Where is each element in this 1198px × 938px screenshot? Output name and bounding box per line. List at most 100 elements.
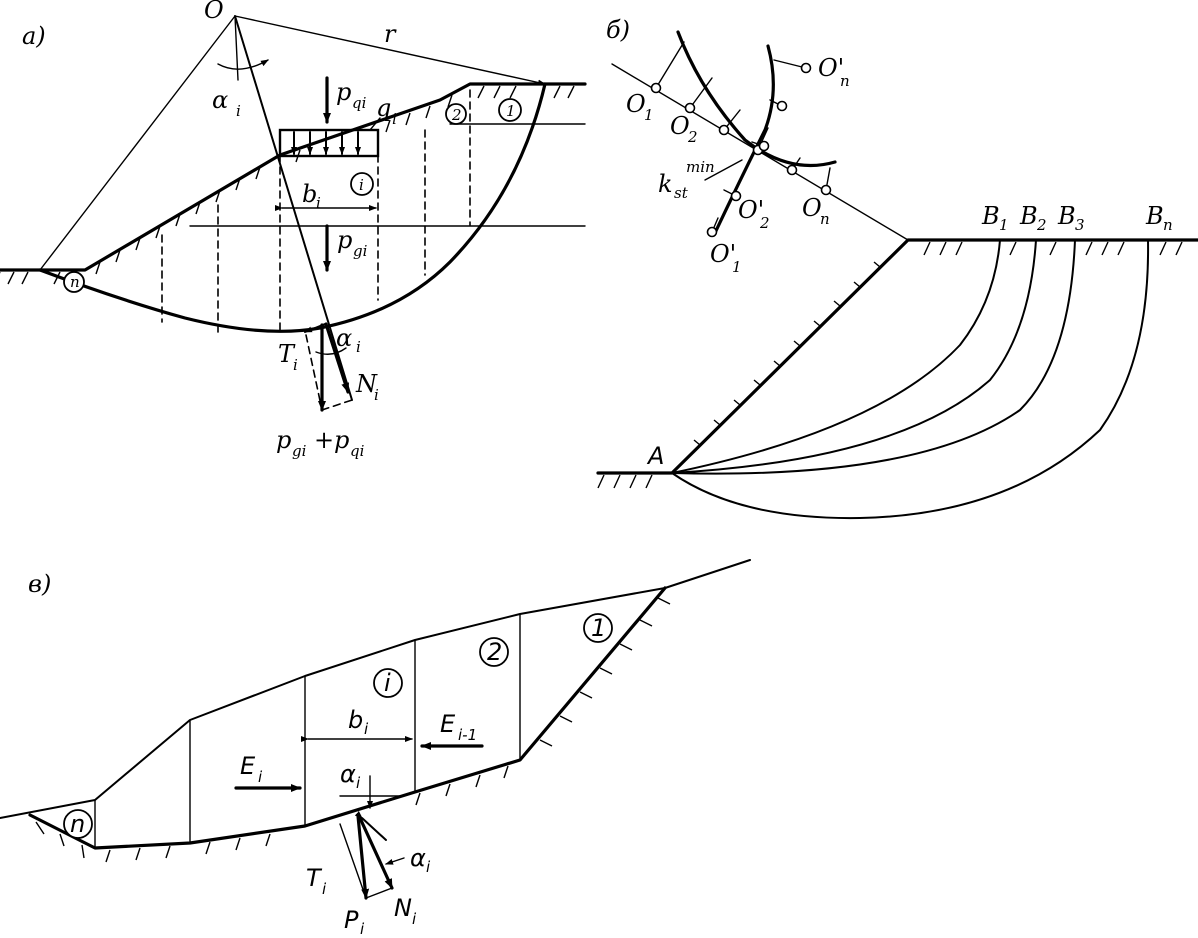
panel-b-on-label: O: [802, 194, 822, 222]
panel-c-p-label: P: [344, 906, 359, 934]
panel-b-o1-label: O: [626, 90, 646, 118]
panel-b-on-prime-sub: n: [840, 72, 850, 90]
panel-c-shear-arrow: [354, 811, 387, 841]
panel-b-b1-label: B: [981, 202, 1000, 230]
panel-b-o2-prime-sub: 2: [759, 214, 770, 232]
panel-b-node: [730, 190, 742, 202]
panel-c-n-sub: i: [412, 910, 417, 928]
panel-a-slice-i-circle: [350, 172, 374, 196]
panel-c-alpha-top-label: α: [340, 760, 356, 788]
panel-a-pq-sub: qi: [352, 94, 367, 112]
panel-c-n-label: N: [394, 894, 412, 922]
panel-b-o2-prime-label: O': [738, 196, 764, 224]
panel-c-eim1-label: E: [440, 710, 456, 738]
panel-a-slice-1-circle: [498, 98, 522, 122]
panel-a-sum-plus: +: [314, 426, 334, 454]
panel-c-ei-sub: i: [258, 768, 263, 786]
panel-a-sum-p1: p: [276, 426, 291, 454]
panel-a-alpha2-arc: [315, 347, 347, 355]
panel-b-bn-sub: n: [1163, 216, 1173, 234]
panel-c-ei-label: E: [240, 752, 256, 780]
panel-a-t-sub: i: [293, 356, 298, 374]
panel-a-n-label: N: [355, 370, 378, 398]
panel-a-sum-p1-sub: gi: [292, 442, 307, 460]
panel-a-alpha2-sub: i: [356, 338, 361, 356]
panel-c-eim1-sub: i-1: [458, 726, 477, 744]
panel-b-hatching: [597, 241, 1183, 489]
panel-a-slice-i-label: i: [359, 176, 364, 194]
panel-a-radius-left: [39, 15, 236, 271]
panel-a-slice-2-label: 2: [451, 106, 462, 124]
panel-a-radius-r: [234, 15, 546, 86]
panel-b-o2-sub: 2: [687, 128, 698, 146]
panel-b-k-curve-2: [712, 44, 775, 237]
panel-b-b1-sub: 1: [999, 216, 1009, 234]
panel-b-b3-label: B: [1057, 202, 1076, 230]
panel-a-normal-arrow: [324, 322, 350, 394]
panel-c-slice-2-circle: [479, 637, 509, 667]
panel-c: в): [0, 559, 751, 938]
panel-c-weight-arrow: [356, 814, 370, 900]
panel-b-node: [650, 82, 662, 94]
panel-c-hatching: [35, 597, 671, 863]
panel-c-alpha-top-sub: i: [356, 774, 361, 792]
panel-b-o2-label: O: [670, 112, 690, 140]
panel-c-slice-1-label: 1: [591, 614, 606, 642]
panel-a-sum-p2-sub: qi: [350, 442, 365, 460]
panel-b-o1-prime-sub: 1: [732, 258, 742, 276]
panel-c-normal-arrow: [358, 816, 394, 890]
panel-b-ground-line: [596, 238, 1198, 475]
panel-b-o1-sub: 1: [644, 106, 654, 124]
panel-a-n-sub: i: [374, 386, 379, 404]
panel-a: а): [0, 0, 587, 460]
panel-b-b3-sub: 3: [1075, 216, 1085, 234]
panel-c-b-label: b: [348, 706, 363, 734]
panel-a-sum-p2: p: [334, 426, 349, 454]
panel-b-b2-label: B: [1019, 202, 1038, 230]
panel-a-q-label: q: [376, 94, 391, 122]
panel-a-alpha-label: α: [212, 86, 228, 114]
panel-b-slip-arc-n: [671, 239, 1150, 520]
panel-a-ground-line: [0, 82, 587, 272]
panel-c-ground-line: [0, 559, 751, 819]
panel-a-pg-sub: gi: [353, 242, 368, 260]
panel-a-q-sub: i: [392, 110, 397, 128]
panel-b-tag: б): [606, 16, 630, 44]
panel-a-shear-arrow: [304, 323, 326, 333]
panel-c-slice-n-circle: [63, 809, 93, 839]
panel-b-on-prime-label: O': [818, 54, 844, 82]
panel-c-p-sub: i: [360, 920, 365, 938]
panel-b-o1-prime-label: O': [710, 240, 736, 268]
panel-b-k-sub: st: [674, 184, 689, 202]
panel-a-q-leader: [369, 117, 381, 131]
panel-c-t-sub: i: [322, 880, 327, 898]
panel-b-bn-label: B: [1145, 202, 1164, 230]
panel-c-t-label: T: [306, 864, 323, 892]
panel-a-t-label: T: [278, 340, 296, 368]
panel-b-k-leader: [704, 159, 743, 181]
panel-a-slice-1-label: 1: [506, 102, 516, 120]
panel-c-slice-2-label: 2: [487, 638, 502, 666]
panel-b-node: [718, 124, 730, 136]
panel-b-on-sub: n: [820, 210, 830, 228]
panel-c-slice-1-circle: [583, 613, 613, 643]
panel-a-center-label: O: [204, 0, 224, 24]
panel-c-b-sub: i: [364, 720, 369, 738]
panel-a-pg-label: p: [337, 226, 352, 254]
panel-a-alpha-sub: i: [236, 102, 241, 120]
panel-c-slice-i-circle: [373, 668, 403, 698]
panel-b-slip-arc-3: [671, 239, 1076, 475]
panel-c-force-outline: [339, 823, 367, 899]
panel-b-k-curve-1: [676, 30, 837, 168]
panel-a-force-dashed: [305, 334, 323, 411]
panel-b-slip-arc-2: [671, 239, 1037, 474]
panel-a-force-dashed: [321, 399, 353, 411]
panel-b-node: [786, 164, 798, 176]
panel-a-slice-n-circle: [63, 271, 85, 293]
panel-b-node: [706, 226, 718, 238]
panel-c-tag: в): [28, 570, 51, 598]
panel-a-alpha2-label: α: [336, 324, 352, 352]
panel-b: б): [596, 16, 1198, 520]
panel-b-b2-sub: 2: [1036, 216, 1047, 234]
